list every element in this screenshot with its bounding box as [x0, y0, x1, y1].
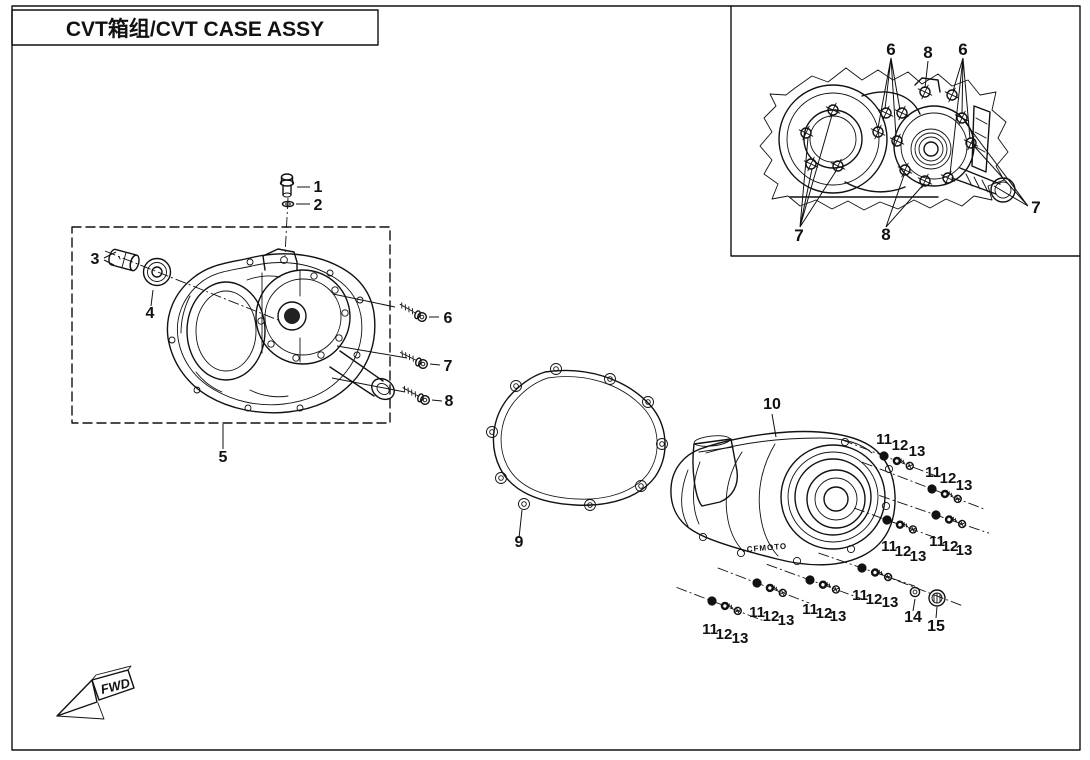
cover-brand-logo: CFMOTO [746, 541, 787, 553]
callout-cluster-13: 13 [778, 612, 795, 629]
callout-cluster-13: 13 [956, 542, 973, 559]
inset-bolt-icons [795, 81, 982, 192]
cover-bolt-bosses [698, 437, 894, 566]
page-title: CVT箱组/CVT CASE ASSY [66, 17, 324, 41]
callout-cluster-11: 11 [802, 601, 818, 618]
callout-cluster-12: 12 [763, 608, 780, 625]
callout-cluster-12: 12 [895, 543, 912, 560]
callout-cluster-12: 12 [940, 470, 957, 487]
callout-main-5: 5 [219, 449, 228, 466]
fastener-clusters [676, 439, 990, 622]
callout-inset-6: 6 [958, 40, 967, 59]
cap-nut-part11 [804, 574, 816, 586]
callout-cluster-11: 11 [925, 464, 941, 481]
callout-cluster-13: 13 [956, 477, 973, 494]
cvt-cover-drawing: CFMOTO [670, 430, 896, 566]
cluster-axis-line [861, 461, 987, 511]
cap-nut-part11 [926, 483, 938, 495]
cluster-axis-line [717, 567, 810, 604]
case-bolts-6-7-8 [331, 293, 432, 407]
callout-cluster-13: 13 [910, 548, 927, 565]
cluster-axis-line [766, 563, 863, 600]
output-snout [371, 377, 395, 401]
cap-nut-part11 [856, 562, 868, 574]
callout-cluster-11: 11 [702, 621, 718, 638]
vent-bolt-part1 [279, 173, 295, 198]
cvt-case-inner-drawing [166, 248, 395, 414]
oil-seal-part4 [142, 257, 172, 287]
callout-cluster-13: 13 [732, 630, 749, 647]
title-block: CVT箱组/CVT CASE ASSY [11, 9, 379, 46]
inset-box-border [730, 5, 1081, 257]
callout-main-2: 2 [314, 197, 323, 214]
callout-cluster-11: 11 [749, 604, 765, 621]
callout-cluster-11: 11 [852, 587, 868, 604]
callout-inset-6: 6 [886, 40, 895, 59]
gasket-bolt-tabs [486, 363, 668, 511]
fwd-arrow: FWD [56, 665, 135, 720]
callout-main-15: 15 [927, 618, 945, 635]
washer-part12 [894, 519, 906, 531]
cluster-axis-line [818, 552, 916, 587]
callout-cluster-11: 11 [929, 533, 945, 550]
callout-main-8: 8 [445, 393, 454, 410]
fwd-label: FWD [99, 675, 132, 697]
cvt-gasket-drawing [486, 363, 668, 511]
callout-main-1: 1 [314, 179, 323, 196]
callout-main-10: 10 [763, 396, 781, 413]
cap-nut-part11 [706, 595, 718, 607]
callout-cluster-11: 11 [876, 431, 892, 448]
washer-part14 [909, 586, 921, 598]
callout-cluster-13: 13 [909, 443, 926, 460]
callout-cluster-12: 12 [942, 538, 959, 555]
washer-part12 [817, 579, 829, 591]
bushing-part3 [108, 248, 140, 272]
inset-case-drawing [759, 67, 1016, 211]
callout-inset-8: 8 [923, 43, 932, 62]
title-box [11, 9, 379, 46]
callout-cluster-12: 12 [892, 437, 909, 454]
cluster-axis-line [676, 586, 765, 622]
subassembly-dashed-box [71, 226, 391, 424]
callout-main-4: 4 [146, 305, 155, 322]
cap-nut-part11 [930, 509, 942, 521]
plug-part15 [928, 589, 946, 607]
cap-nut-part11 [878, 450, 890, 462]
callout-main-7: 7 [444, 358, 453, 375]
callout-inset-8: 8 [881, 225, 890, 244]
part3-4-axis-line [104, 250, 279, 321]
assembled-view-inset [730, 5, 1081, 257]
callout-inset-7: 7 [1031, 198, 1040, 217]
callout-cluster-12: 12 [716, 626, 733, 643]
case-bolt-holes [168, 258, 364, 412]
callout-main-3: 3 [91, 251, 100, 268]
inset-leader-lines [799, 57, 1029, 228]
cluster-axis-line [841, 439, 939, 478]
page-border [11, 5, 1081, 751]
callout-cluster-11: 11 [881, 538, 897, 555]
washer-part12 [869, 567, 881, 578]
callout-leader-lines [103, 186, 777, 539]
callout-main-9: 9 [515, 534, 524, 551]
callout-main-14: 14 [904, 609, 922, 626]
washer-part12 [943, 514, 955, 525]
callout-cluster-12: 12 [866, 591, 883, 608]
part1-axis-line [284, 197, 289, 257]
cap-nut-part11 [751, 577, 763, 589]
callout-inset-7: 7 [794, 226, 803, 245]
callout-cluster-13: 13 [830, 608, 847, 625]
callout-main-6: 6 [444, 310, 453, 327]
callout-cluster-12: 12 [816, 605, 833, 622]
callout-cluster-13: 13 [882, 594, 899, 611]
